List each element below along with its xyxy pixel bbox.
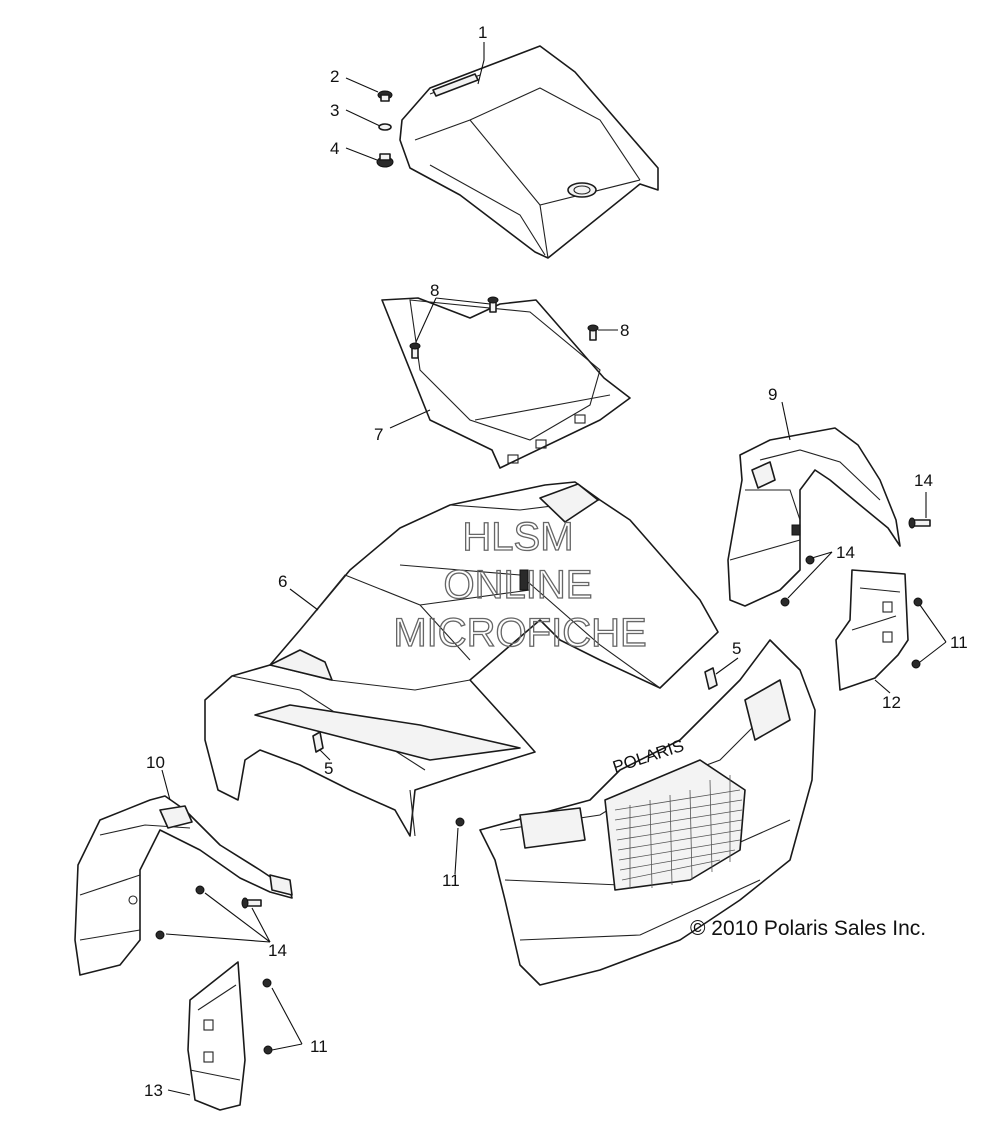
watermark-line-3: MICROFICHE	[393, 611, 646, 655]
part-14-bolt	[908, 517, 931, 529]
copyright-notice: © 2010 Polaris Sales Inc.	[690, 917, 926, 940]
watermark-line-1: HLSM	[462, 515, 573, 559]
part-11-screw	[455, 817, 465, 827]
part-13-mud-flap-left	[187, 961, 246, 1111]
watermark: HLSM ONLINE MICROFICHE	[393, 514, 648, 655]
callout-14: 14	[914, 471, 933, 490]
part-8-bolt	[487, 296, 499, 313]
callout-11: 11	[442, 871, 460, 890]
part-3-washer	[378, 123, 392, 131]
callout-4: 4	[330, 139, 339, 158]
part-1-hood-cover	[399, 45, 659, 259]
callout-7: 7	[374, 425, 383, 444]
part-6-front-body	[204, 481, 719, 837]
callout-8: 8	[430, 281, 439, 300]
callout-3: 3	[330, 101, 339, 120]
part-8-bolt	[409, 342, 421, 359]
part-9-fender-right	[727, 427, 901, 607]
part-8-bolt	[587, 324, 599, 341]
leader-lines	[161, 42, 947, 1096]
watermark-line-2: ONLINE	[444, 563, 593, 607]
part-14-screw	[780, 597, 790, 607]
callout-13: 13	[144, 1081, 163, 1100]
part-11-screw	[263, 1045, 273, 1055]
callout-8: 8	[620, 321, 629, 340]
callout-labels: 1 2 3 4 5 5 6 7 8 8 9 10 11 11 11 12 13 …	[144, 23, 968, 1100]
callout-9: 9	[768, 385, 777, 404]
part-10-fender-left	[74, 795, 293, 976]
part-7-panel	[381, 297, 631, 469]
part-14-bolt	[241, 897, 262, 909]
part-2-fastener	[377, 90, 393, 102]
callout-2: 2	[330, 67, 339, 86]
front-bumper-grille: POLARIS	[479, 639, 816, 986]
callout-11: 11	[310, 1037, 328, 1056]
part-5-clip	[704, 667, 718, 690]
part-11-screw	[262, 978, 272, 988]
callout-6: 6	[278, 572, 287, 591]
callout-14: 14	[836, 543, 855, 562]
part-5-clip	[312, 731, 324, 753]
part-12-mud-flap-right	[835, 569, 909, 691]
callout-10: 10	[146, 753, 165, 772]
callout-5: 5	[324, 759, 333, 778]
part-4-grommet	[376, 153, 394, 168]
part-11-screw	[913, 597, 923, 607]
callout-11: 11	[950, 633, 968, 652]
callout-14: 14	[268, 941, 287, 960]
callout-1: 1	[478, 23, 487, 42]
callout-5: 5	[732, 639, 741, 658]
part-11-screw	[911, 659, 921, 669]
callout-12: 12	[882, 693, 901, 712]
part-14-screw	[195, 885, 205, 895]
part-14-screw	[155, 930, 165, 940]
